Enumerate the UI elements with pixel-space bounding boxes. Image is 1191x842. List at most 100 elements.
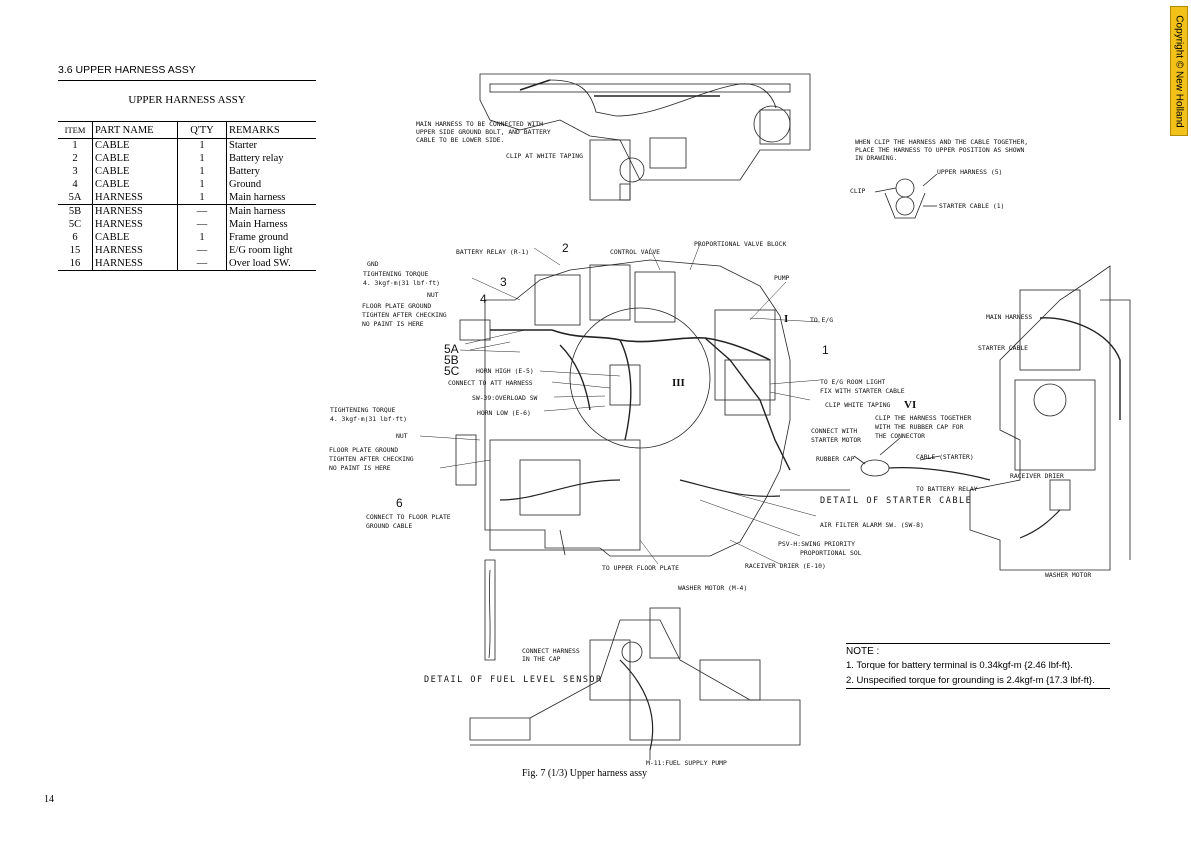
- cell-qty: 1: [177, 231, 227, 244]
- item-number-2: 2: [562, 241, 569, 255]
- cell-item: 15: [58, 244, 93, 257]
- label-connect-floor-plate-1: CONNECT TO FLOOR PLATE: [366, 513, 451, 521]
- label-main-harness-note-3: CABLE TO BE LOWER SIDE.: [416, 136, 505, 144]
- item-number-4: 4: [480, 292, 487, 306]
- cell-item: 16: [58, 257, 93, 271]
- note-line-1: 1. Torque for battery terminal is 0.34kg…: [846, 660, 1073, 671]
- figure-caption: Fig. 7 (1/3) Upper harness assy: [522, 768, 647, 779]
- label-fix-with-starter-cable: FIX WITH STARTER CABLE: [820, 387, 905, 395]
- cell-qty: 1: [177, 165, 227, 178]
- cell-item: 5B: [58, 204, 93, 218]
- note-rule-top: [846, 643, 1110, 644]
- fuel-level-detail: [469, 559, 801, 760]
- cell-part-name: HARNESS: [92, 191, 178, 205]
- item-number-3: 3: [500, 275, 507, 289]
- cell-qty: 1: [177, 178, 227, 191]
- label-detail-fuel-level: DETAIL OF FUEL LEVEL SENSOR: [424, 675, 603, 685]
- copyright-text: Copyright © New Holland: [1173, 14, 1185, 128]
- label-to-battery-relay: TO BATTERY RELAY: [916, 485, 978, 493]
- cell-qty: 1: [177, 191, 227, 205]
- top-upper-view: [479, 73, 811, 201]
- parts-table-header: ITEM PART NAME Q'TY REMARKS: [58, 121, 316, 139]
- label-rubber-cap: RUBBER CAP: [816, 455, 855, 463]
- cell-remarks: Starter: [229, 140, 257, 151]
- label-tightening-torque-a-2: 4. 3kgf·m(31 lbf·ft): [363, 279, 440, 287]
- header-remarks: REMARKS: [226, 121, 316, 139]
- cell-remarks: E/G room light: [229, 245, 293, 256]
- item-number-5a: 5A: [444, 342, 459, 356]
- cell-part-name: HARNESS: [92, 257, 178, 271]
- label-gnd: GND: [367, 260, 379, 268]
- cell-part-name: HARNESS: [92, 218, 178, 231]
- cell-part-name: HARNESS: [92, 204, 178, 218]
- cell-qty: —: [177, 218, 227, 231]
- note-rule-bottom: [846, 688, 1110, 689]
- label-washer-motor-right: WASHER MOTOR: [1045, 571, 1091, 579]
- header-part-name: PART NAME: [92, 121, 178, 139]
- cell-remarks: Main harness: [229, 192, 286, 203]
- label-battery-relay: BATTERY RELAY (R-1): [456, 248, 529, 256]
- label-washer-motor: WASHER MOTOR (M-4): [678, 584, 747, 592]
- heading-rule: [58, 80, 316, 81]
- cell-qty: —: [177, 244, 227, 257]
- cell-item: 4: [58, 178, 93, 191]
- cell-remarks: Battery relay: [229, 153, 284, 164]
- label-psv-h-2: PROPORTIONAL SOL: [800, 549, 862, 557]
- label-clip-white-taping: CLIP WHITE TAPING: [825, 401, 891, 409]
- label-upper-harness-5: UPPER HARNESS (5): [937, 168, 1002, 176]
- label-floor-plate-b-2: TIGHTEN AFTER CHECKING: [329, 455, 414, 463]
- label-tightening-torque-b-2: 4. 3kgf·m(31 lbf·ft): [330, 415, 407, 423]
- cell-qty: —: [177, 204, 227, 218]
- label-cable-starter: CABLE (STARTER): [916, 453, 974, 461]
- label-horn-low: HORN LOW (E-6): [477, 409, 531, 417]
- cell-part-name: CABLE: [92, 138, 178, 152]
- label-tightening-torque-b-1: TIGHTENING TORQUE: [330, 406, 396, 414]
- label-nut-b: NUT: [396, 432, 408, 440]
- label-clip-harness-together-2: WITH THE RUBBER CAP FOR: [875, 423, 964, 431]
- page-number: 14: [44, 794, 54, 805]
- label-clip-note-3: IN DRAWING.: [855, 154, 897, 162]
- cell-qty: 1: [177, 138, 227, 152]
- cell-part-name: CABLE: [92, 152, 178, 165]
- cell-part-name: HARNESS: [92, 244, 178, 257]
- item-number-5c: 5C: [444, 364, 460, 378]
- cell-remarks: Main Harness: [229, 219, 288, 230]
- label-connect-att-harness: CONNECT TO ATT HARNESS: [448, 379, 533, 387]
- label-to-eg: TO E/G: [810, 316, 833, 324]
- cell-remarks: Over load SW.: [226, 257, 316, 271]
- cell-remarks: Ground: [229, 179, 262, 190]
- label-to-eg-room-light: TO E/G ROOM LIGHT: [820, 378, 886, 386]
- item-number-5b: 5B: [444, 353, 459, 367]
- label-starter-cable-1: STARTER CABLE (1): [939, 202, 1004, 210]
- item-number-1: 1: [822, 343, 829, 357]
- label-nut-a: NUT: [427, 291, 439, 299]
- label-clip-harness-together-1: CLIP THE HARNESS TOGETHER: [875, 414, 971, 422]
- header-item: ITEM: [58, 121, 93, 139]
- label-tightening-torque-a-1: TIGHTENING TORQUE: [363, 270, 429, 278]
- note-title: NOTE :: [846, 646, 880, 657]
- label-floor-plate-b-3: NO PAINT IS HERE: [329, 464, 391, 472]
- label-horn-high: HORN HIGH (E-5): [476, 367, 534, 375]
- label-connect-floor-plate-2: GROUND CABLE: [366, 522, 412, 530]
- copyright-badge: Copyright © New Holland: [1170, 6, 1188, 136]
- roman-numeral-1: I: [784, 313, 788, 325]
- cell-item: 5A: [58, 191, 93, 205]
- label-raceiver-drier-right: RACEIVER DRIER: [1010, 472, 1064, 480]
- label-floor-plate-a-2: TIGHTEN AFTER CHECKING: [362, 311, 447, 319]
- cell-item: 1: [58, 138, 93, 152]
- label-floor-plate-a-3: NO PAINT IS HERE: [362, 320, 424, 328]
- cell-item: 5C: [58, 218, 93, 231]
- cell-part-name: CABLE: [92, 165, 178, 178]
- label-psv-h-1: PSV-H:SWING PRIORITY: [778, 540, 855, 548]
- clip-inset: [874, 173, 938, 219]
- cell-qty: 1: [177, 152, 227, 165]
- note-line-2: 2. Unspecified torque for grounding is 2…: [846, 675, 1095, 686]
- label-clip-white-taping-top: CLIP AT WHITE TAPING: [506, 152, 583, 160]
